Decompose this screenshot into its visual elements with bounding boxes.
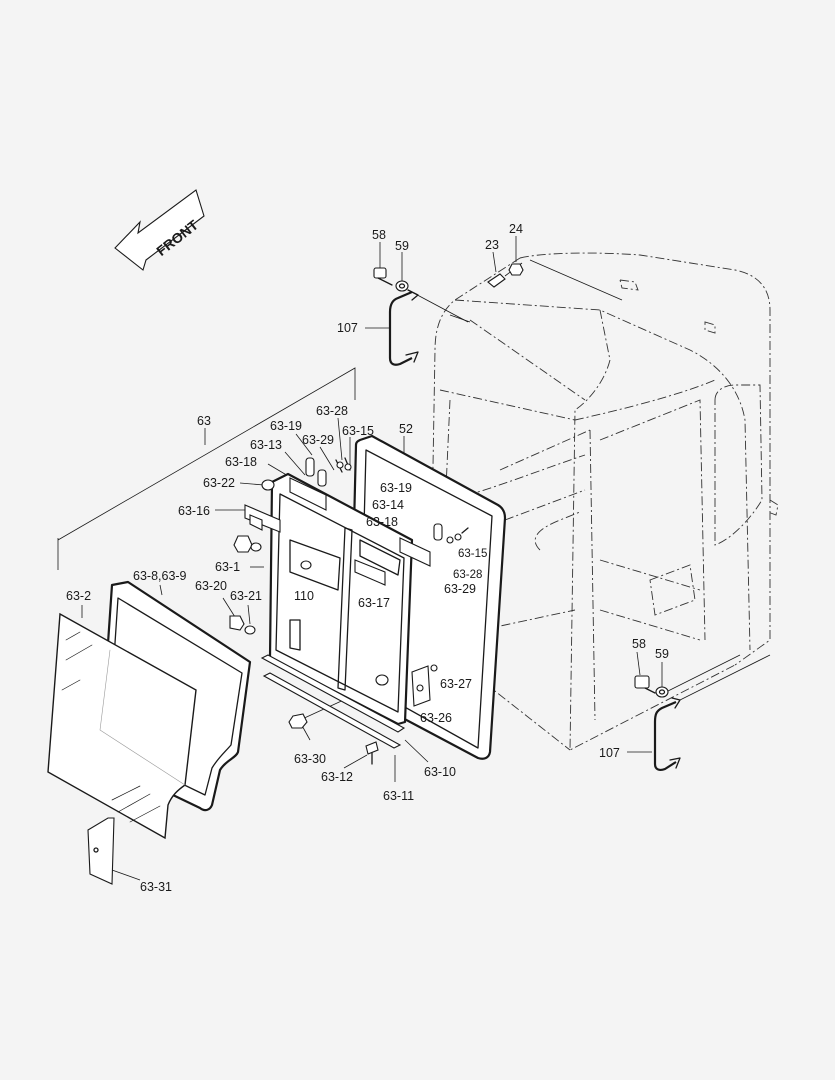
label-24: 24	[509, 222, 523, 236]
front-arrow: FRONT	[114, 189, 205, 271]
label-63-21: 63-21	[230, 589, 262, 603]
label-63-2: 63-2	[66, 589, 91, 603]
cab-outline	[429, 252, 779, 751]
label-63-18-a: 63-18	[225, 455, 257, 469]
label-63-15-b: 63-15	[458, 548, 487, 560]
label-63-14: 63-14	[372, 498, 404, 512]
label-59-bottom: 59	[655, 647, 669, 661]
rail-63-10	[260, 654, 406, 749]
latch-63-26	[411, 664, 438, 707]
door-frame-63-1	[268, 472, 414, 726]
label-58-bottom: 58	[632, 637, 646, 651]
label-63-8-63-9: 63-8,63-9	[133, 569, 187, 583]
label-63-17: 63-17	[358, 596, 390, 610]
bolt-63-20	[229, 615, 256, 635]
label-23: 23	[485, 238, 499, 252]
label-63-12: 63-12	[321, 770, 353, 784]
label-63-22: 63-22	[203, 476, 235, 490]
label-59-top: 59	[395, 239, 409, 253]
label-107-bottom: 107	[599, 746, 620, 760]
label-63-28-a: 63-28	[316, 404, 348, 418]
label-58-top: 58	[372, 228, 386, 242]
nut-63-30	[288, 713, 308, 729]
screw-63-12	[365, 741, 379, 765]
pin-23	[487, 273, 506, 288]
label-63-13: 63-13	[250, 438, 282, 452]
label-63-1: 63-1	[215, 560, 240, 574]
glass-63-2	[47, 612, 197, 840]
label-63-28-b: 63-28	[453, 569, 482, 581]
label-63-29-b: 63-29	[444, 582, 476, 596]
label-107-top: 107	[337, 321, 358, 335]
label-63-18-b: 63-18	[366, 515, 398, 529]
callout-labels: 58 59 23 24 107 63 63-28 63-19 63-15 52 …	[66, 222, 669, 894]
hinge-right	[354, 523, 469, 586]
hinge-plate-63-16	[233, 479, 281, 553]
hinge-upper-left	[289, 457, 352, 511]
label-63-20: 63-20	[195, 579, 227, 593]
label-63-27: 63-27	[440, 677, 472, 691]
label-63-11: 63-11	[383, 789, 414, 803]
label-52: 52	[399, 422, 413, 436]
label-63-19-a: 63-19	[270, 419, 302, 433]
cover-63-31	[87, 817, 115, 885]
label-63-16: 63-16	[178, 504, 210, 518]
label-63-26: 63-26	[420, 711, 452, 725]
label-63-30: 63-30	[294, 752, 326, 766]
nut-24	[508, 263, 524, 276]
label-63-10: 63-10	[424, 765, 456, 779]
label-63-19-b: 63-19	[380, 481, 412, 495]
grab-handle-bottom	[634, 675, 681, 772]
label-63-15-a: 63-15	[342, 424, 374, 438]
label-63-31: 63-31	[140, 880, 172, 894]
label-110: 110	[294, 589, 314, 603]
label-63: 63	[197, 414, 211, 428]
grab-handle-top	[373, 267, 419, 366]
label-63-29-a: 63-29	[302, 433, 334, 447]
